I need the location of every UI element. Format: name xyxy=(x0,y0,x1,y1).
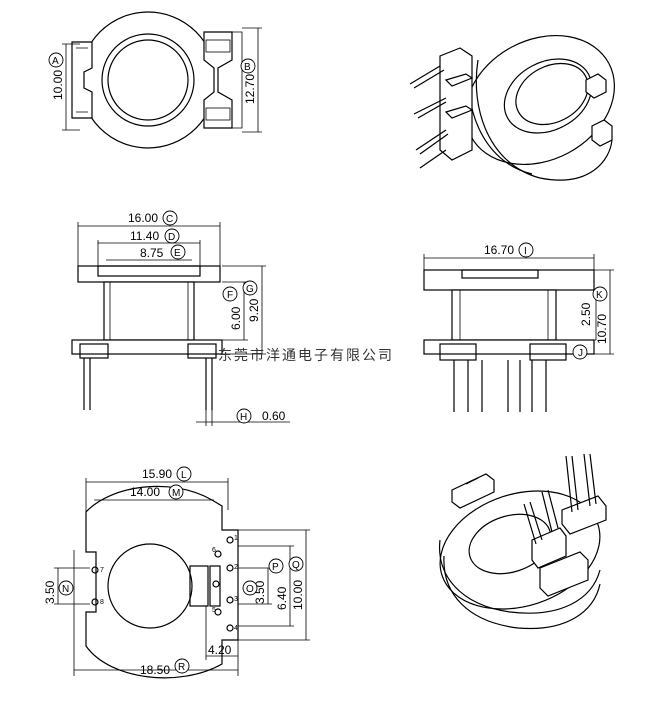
dim-G-label: G xyxy=(246,284,254,295)
dim-E-label: E xyxy=(174,248,181,259)
dim-K-label: K xyxy=(596,290,603,301)
top-view: 10.00 A 12.70 B xyxy=(48,11,262,149)
dim-N-label: N xyxy=(62,584,69,595)
dim-F-label: F xyxy=(227,290,233,301)
dim-L-label: L xyxy=(181,470,187,481)
dim-F-value: 6.00 xyxy=(229,306,243,330)
dim-N-value: 3.50 xyxy=(43,580,57,604)
dim-R-value: 18.50 xyxy=(140,663,170,677)
pin-6-label: 6 xyxy=(212,547,216,554)
dim-D-value: 11.40 xyxy=(130,229,159,243)
dim-K2-value: 2.50 xyxy=(579,302,593,326)
side-view: 16.70 I 2.50 10.70 K J xyxy=(423,242,614,412)
dim-B-value: 12.70 xyxy=(243,74,257,104)
pin-7-label: 7 xyxy=(100,567,104,574)
iso-view-bottom xyxy=(438,453,607,630)
dim-E-value: 8.75 xyxy=(140,246,164,260)
dim-H-value: 0.60 xyxy=(262,409,286,423)
company-watermark: 东莞市洋通电子有限公司 xyxy=(218,347,394,363)
pin-2-label: 2 xyxy=(234,564,238,571)
dim-S-value: 4.20 xyxy=(208,643,232,657)
front-view: 16.00 C 11.40 D 8.75 E 6.00 F 9.20 G H 0… xyxy=(71,210,290,426)
pin-3-label: 3 xyxy=(234,596,238,603)
dim-I-value: 16.70 xyxy=(484,243,514,257)
dim-A-label: A xyxy=(52,56,59,67)
dim-M-label: M xyxy=(172,488,180,499)
dim-L-value: 15.90 xyxy=(142,467,172,481)
iso-view-top xyxy=(409,34,616,181)
pin-1-label: 1 xyxy=(234,535,238,542)
bottom-view: 7 8 1 6 2 3 5 4 15.90 L 14.00 M 3.50 N xyxy=(43,466,310,679)
dim-H-label: H xyxy=(240,412,247,423)
dim-I-label: I xyxy=(524,246,527,257)
dim-A-value: 10.00 xyxy=(51,70,65,100)
dim-C-value: 16.00 xyxy=(128,211,158,225)
dim-C-label: C xyxy=(166,214,173,225)
dim-D-label: D xyxy=(168,232,175,243)
pin-4-label: 4 xyxy=(234,625,238,632)
pin-5-label: 5 xyxy=(212,607,216,614)
dim-B-label: B xyxy=(244,62,251,73)
dim-M-value: 14.00 xyxy=(130,485,160,499)
dim-P-label: P xyxy=(272,562,279,573)
dim-O-label: O xyxy=(246,584,254,595)
dim-J-label: J xyxy=(578,348,583,359)
dim-G-value: 9.20 xyxy=(247,298,261,322)
dim-P-value: 6.40 xyxy=(275,586,289,610)
dim-Q-value: 10.00 xyxy=(291,580,305,610)
dim-K-value: 10.70 xyxy=(595,314,609,344)
pin-8-label: 8 xyxy=(100,599,104,606)
dim-Q-label: Q xyxy=(292,560,300,571)
dim-R-label: R xyxy=(178,662,185,673)
